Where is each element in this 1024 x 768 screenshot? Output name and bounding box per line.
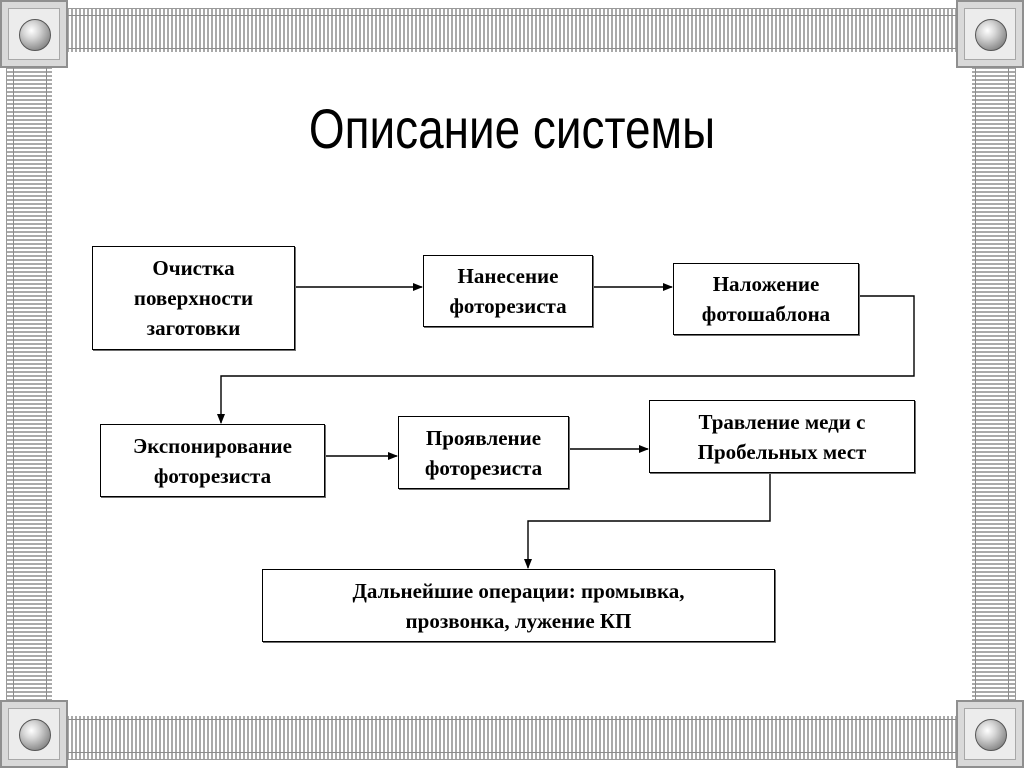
rivet-icon (19, 19, 51, 51)
flow-step-development: Проявление фоторезиста (398, 416, 569, 489)
frame-right-bar (968, 52, 1016, 716)
flow-step-label: Очистка поверхности заготовки (133, 256, 254, 340)
flow-step-further-operations: Дальнейшие операции: промывка, прозвонка… (262, 569, 775, 642)
flow-step-label: Дальнейшие операции: промывка, прозвонка… (352, 578, 685, 633)
frame-corner-top-right (956, 0, 1024, 68)
flow-step-cleaning: Очистка поверхности заготовки (92, 246, 295, 350)
rivet-icon (19, 719, 51, 751)
flow-step-label: Экспонирование фоторезиста (133, 433, 292, 488)
arrow-step6-to-step7 (524, 473, 771, 569)
frame-corner-bottom-left (0, 700, 68, 768)
flow-step-photomask: Наложение фотошаблона (673, 263, 859, 335)
arrow-step3-to-step4 (217, 295, 915, 424)
frame-corner-top-left (0, 0, 68, 68)
flow-step-resist-coating: Нанесение фоторезиста (423, 255, 593, 327)
flow-step-label: Наложение фотошаблона (701, 272, 831, 326)
flow-step-exposure: Экспонирование фоторезиста (100, 424, 325, 497)
flow-step-etching: Травление меди с Пробельных мест (649, 400, 915, 473)
frame-top-bar (52, 8, 972, 56)
flow-step-label: Проявление фоторезиста (424, 425, 543, 480)
flow-step-label: Нанесение фоторезиста (449, 264, 567, 318)
rivet-icon (975, 719, 1007, 751)
rivet-icon (975, 19, 1007, 51)
frame-corner-bottom-right (956, 700, 1024, 768)
page-title: Описание системы (308, 97, 716, 160)
frame-bottom-bar (52, 712, 972, 760)
flow-step-label: Травление меди с Пробельных мест (697, 409, 867, 464)
